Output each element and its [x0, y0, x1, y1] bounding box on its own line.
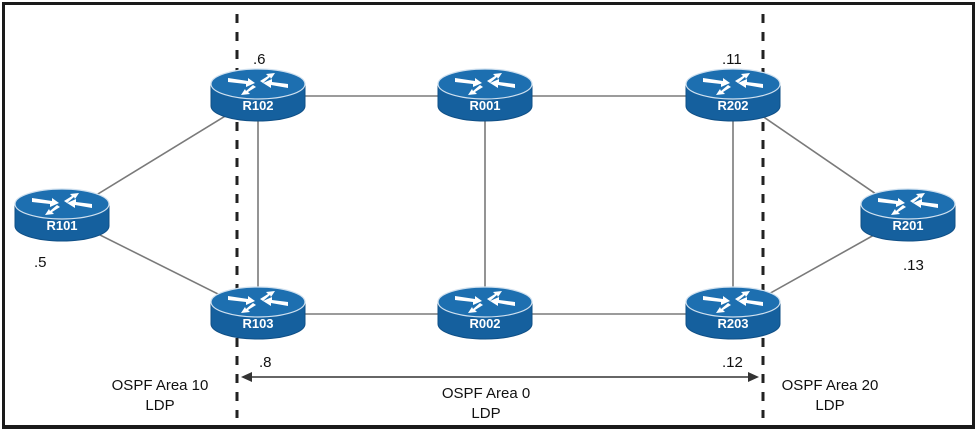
ip-label-r102: .6 — [253, 51, 266, 68]
router-arrows-icon — [228, 291, 288, 313]
router-r201[interactable]: R201 — [860, 188, 956, 242]
router-label: R001 — [469, 98, 500, 113]
router-label: R101 — [46, 218, 77, 233]
router-label: R201 — [892, 218, 923, 233]
router-arrows-icon — [703, 291, 763, 313]
router-arrows-icon — [228, 73, 288, 95]
router-r001[interactable]: R001 — [437, 68, 533, 122]
area-0-name: OSPF Area 0 — [442, 385, 530, 402]
area-10-name: OSPF Area 10 — [112, 377, 209, 394]
ip-label-r103: .8 — [259, 354, 272, 371]
router-top — [860, 188, 956, 220]
router-top — [210, 286, 306, 318]
area-0-protocol: LDP — [471, 405, 500, 422]
links-layer — [61, 95, 909, 315]
area-0-span-arrow — [241, 372, 759, 382]
router-label: R203 — [717, 316, 748, 331]
router-r102[interactable]: R102 — [210, 68, 306, 122]
area-10-protocol: LDP — [145, 397, 174, 414]
router-r203[interactable]: R203 — [685, 286, 781, 340]
router-top — [685, 68, 781, 100]
router-arrows-icon — [878, 193, 938, 215]
router-label: R002 — [469, 316, 500, 331]
router-arrows-icon — [455, 73, 515, 95]
ip-label-r202: .11 — [722, 51, 742, 68]
router-arrows-icon — [32, 193, 92, 215]
router-label: R103 — [242, 316, 273, 331]
ip-label-r203: .12 — [722, 354, 743, 371]
router-r103[interactable]: R103 — [210, 286, 306, 340]
arrowhead-right — [748, 372, 759, 382]
ip-label-r201: .13 — [903, 257, 924, 274]
area-20-protocol: LDP — [815, 397, 844, 414]
router-top — [14, 188, 110, 220]
router-r101[interactable]: R101 — [14, 188, 110, 242]
router-arrows-icon — [455, 291, 515, 313]
arrowhead-left — [241, 372, 252, 382]
router-top — [437, 286, 533, 318]
router-r002[interactable]: R002 — [437, 286, 533, 340]
area-20-name: OSPF Area 20 — [782, 377, 879, 394]
router-label: R102 — [242, 98, 273, 113]
router-top — [437, 68, 533, 100]
router-label: R202 — [717, 98, 748, 113]
ip-label-r101: .5 — [34, 254, 47, 271]
router-top — [210, 68, 306, 100]
router-arrows-icon — [703, 73, 763, 95]
router-r202[interactable]: R202 — [685, 68, 781, 122]
router-top — [685, 286, 781, 318]
